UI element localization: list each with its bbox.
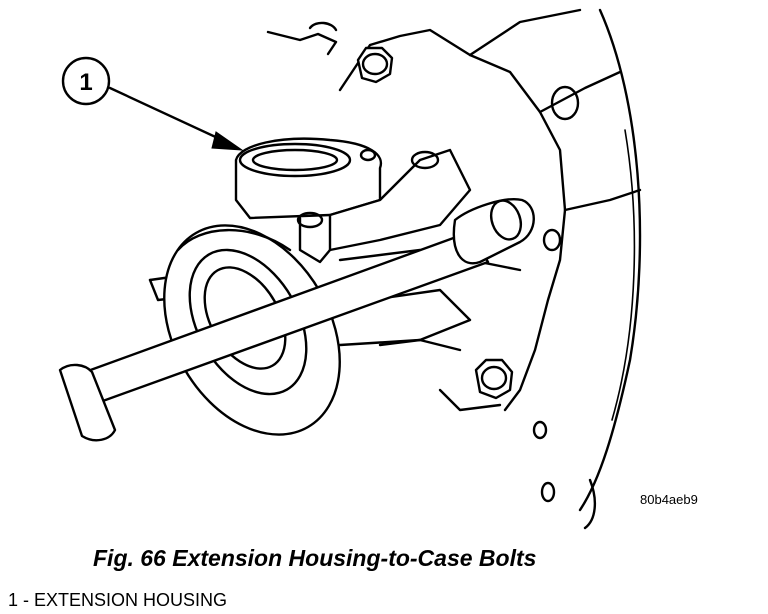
callout-number: 1 xyxy=(79,69,92,96)
figure-caption: Fig. 66 Extension Housing-to-Case Bolts xyxy=(93,545,537,571)
technical-illustration: 1 xyxy=(58,8,642,530)
bolt-lower xyxy=(474,358,514,400)
extension-housing xyxy=(148,137,522,412)
arrowhead xyxy=(211,131,244,151)
slide-hammer-tool xyxy=(58,198,535,442)
bolt-upper xyxy=(356,46,394,84)
legend-item: 1 - EXTENSION HOUSING xyxy=(8,590,228,610)
image-code: 80b4aeb9 xyxy=(640,492,698,507)
transmission-case xyxy=(266,8,642,530)
callout: 1 xyxy=(61,56,244,151)
